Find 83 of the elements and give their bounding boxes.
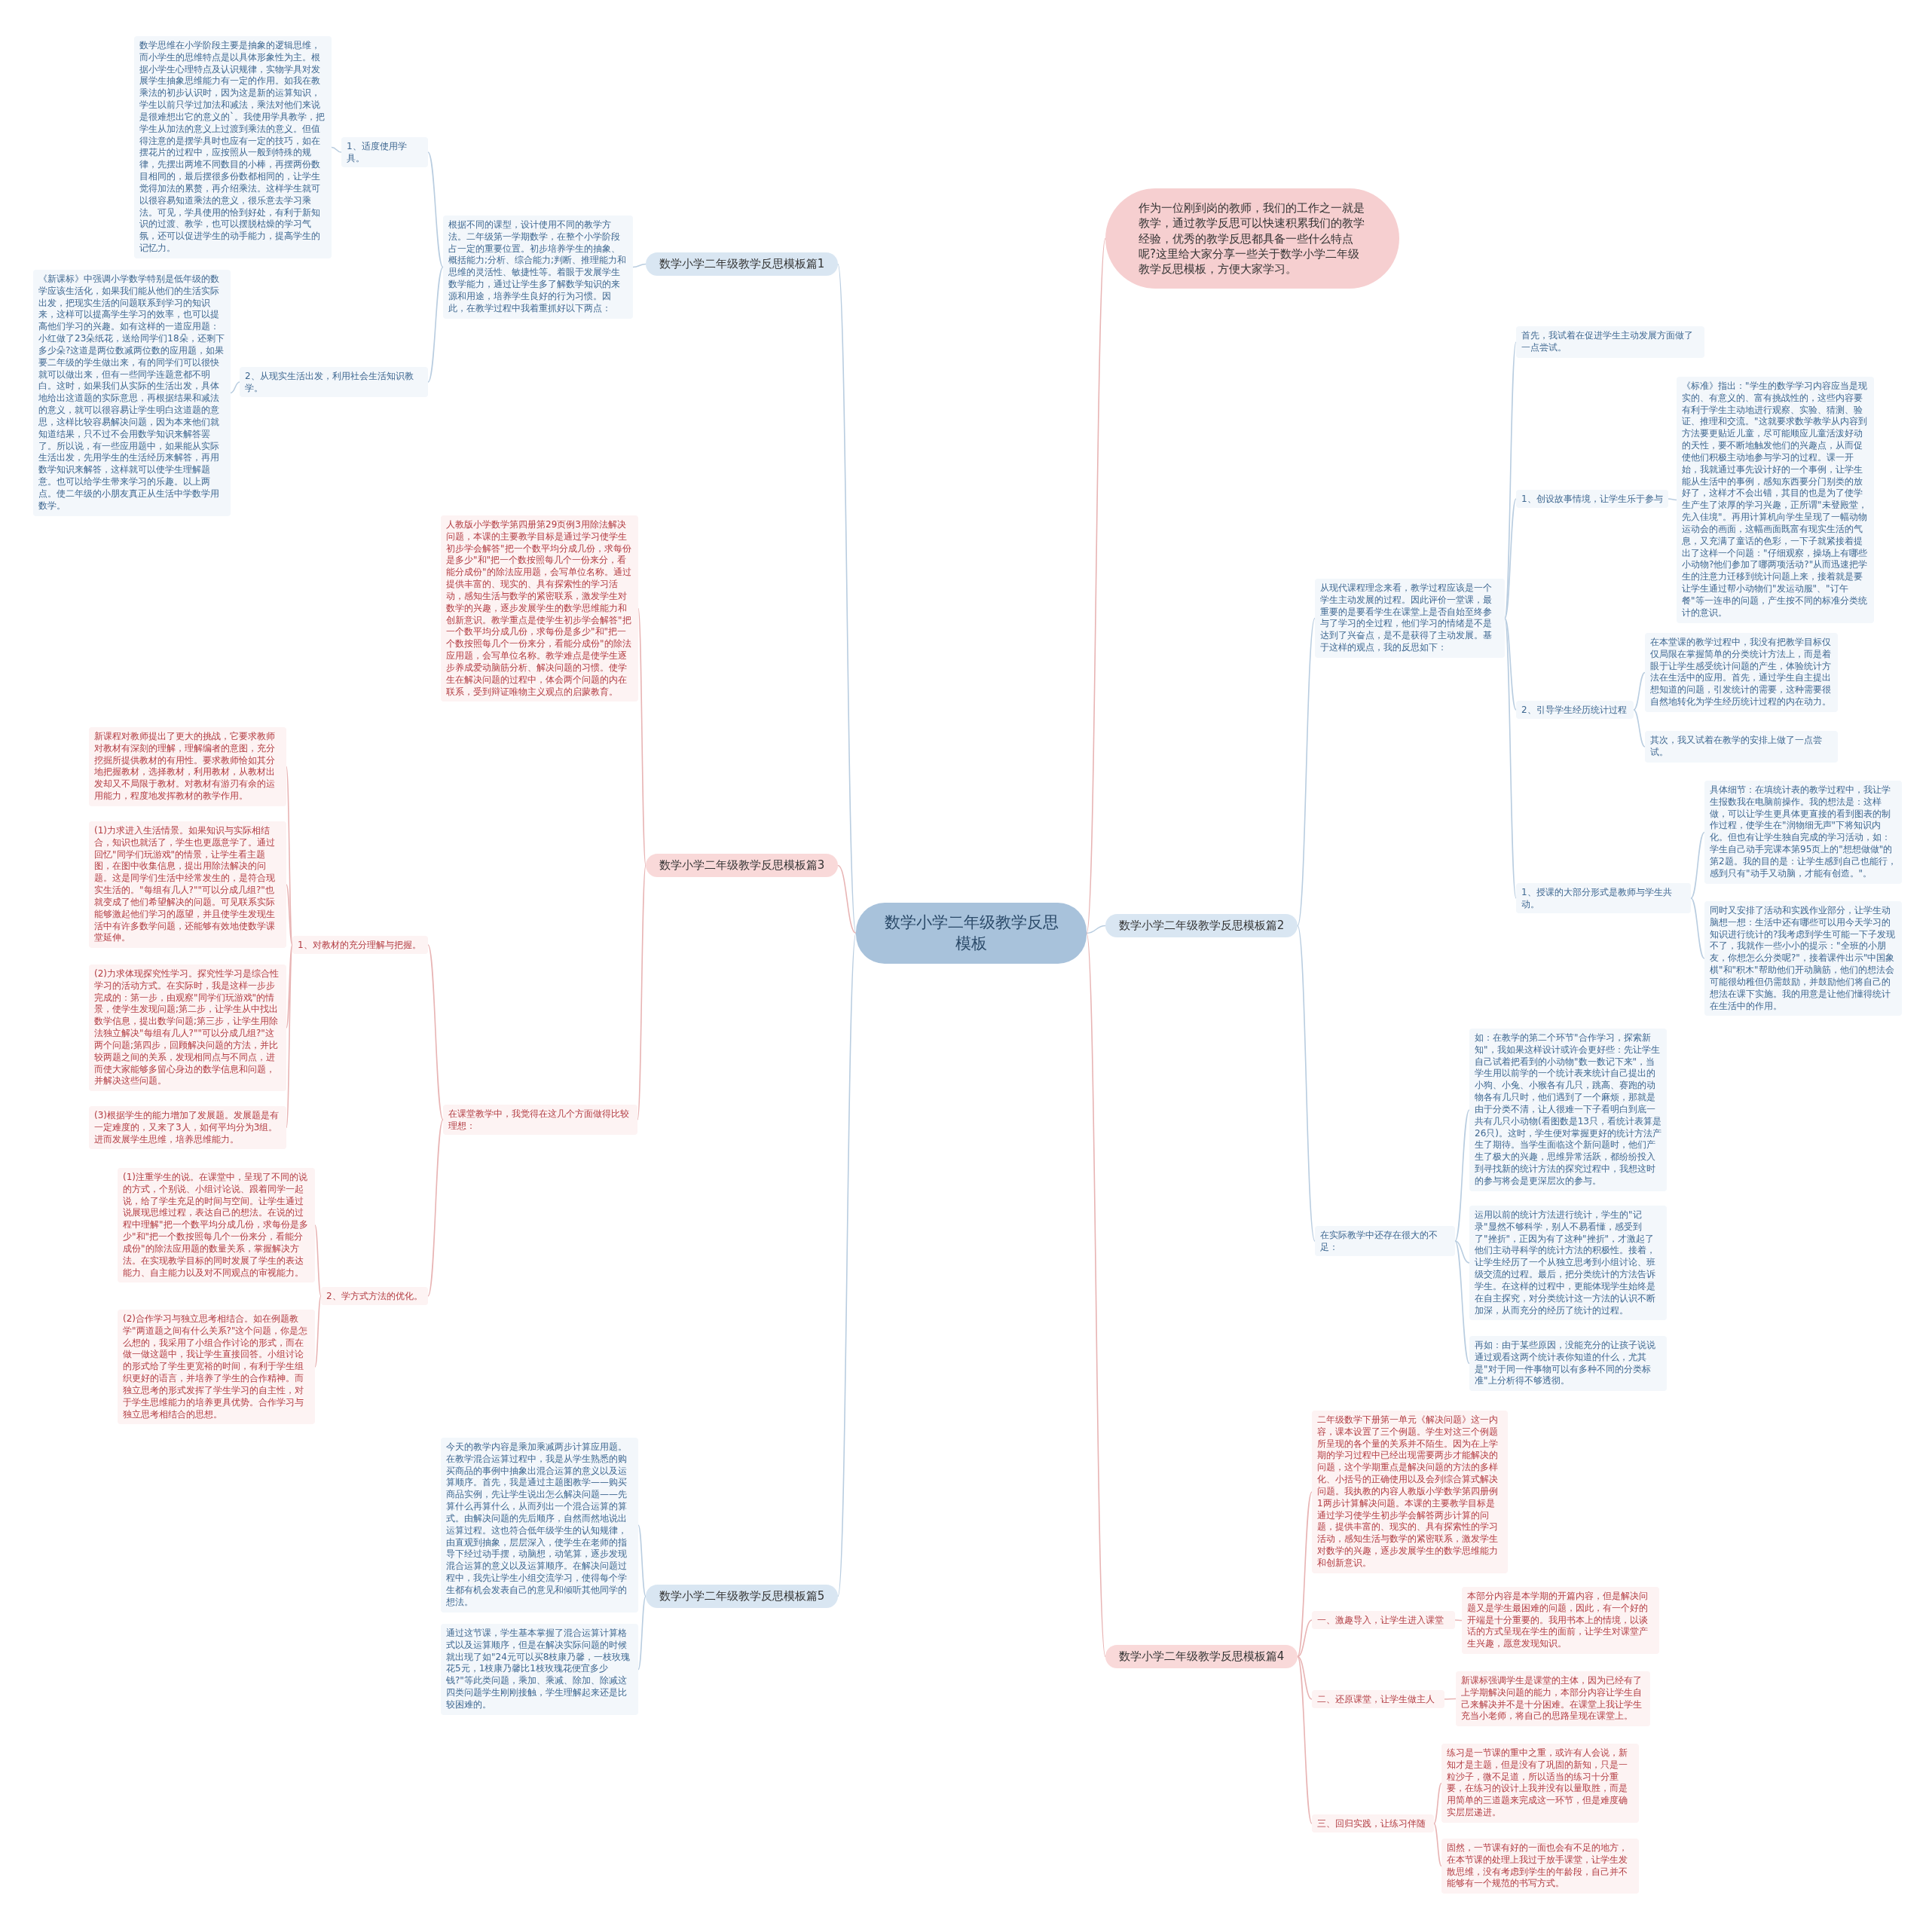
- connector-line: [1690, 897, 1705, 959]
- connector-line: [1297, 925, 1316, 1242]
- connector-line: [637, 1524, 647, 1597]
- connector-line: [1086, 932, 1106, 1658]
- text-note: (1)力求进入生活情景。如果知识与实际相结合，知识也就活了，学生也更愿意学了。通过回忆"同学们玩游戏"的情景，让学生看主题图，在图中收集信息，提出用除法解决的问题。这是同学们生活中经常发生的，是符合现实生活的。"每组有几人?""可以分成几组?"也就变成了他们希望解决的问题。可见联系实际能够激起他们学习的愿望，并且使学生发现生活中有许多数学问题，还能够有效地使数学课堂延伸。: [89, 821, 286, 949]
- subtopic-label: 1、创设故事情境，让学生乐于参与: [1516, 490, 1668, 509]
- connector-line: [1633, 671, 1646, 711]
- text-note: 本部分内容是本学期的开篇内容，但是解决问题又是学生最困难的问题，因此，有一个好的开端是十分重要的。我用书本上的情境，以谈话的方式呈现在学生的面前，让学生对课堂产生兴趣，愿意发现知识。: [1462, 1587, 1659, 1655]
- text-note: 练习是一节课的重中之重，或许有人会说，新知才是主题，但是没有了巩固的新知，只是一粒沙子，微不足道，所以适当的练习十分重要，在练习的设计上我并没有以量取胜，而是用简单的三道题来完成这一环节，但是难度确实层层递进。: [1441, 1744, 1639, 1823]
- text-note: 再如：由于某些原因，没能充分的让孩子说说通过观看这两个统计表你知道的什么，尤其是"对于同一件事物可以有多种不同的分类标准"上分析得不够透彻。: [1469, 1336, 1667, 1392]
- text-note: 具体细节：在填统计表的教学过程中，我让学生报数我在电脑前操作。我的想法是：这样做，可以让学生更具体更直接的看到图表的制作过程，使学生在"润物细无声"下将知识内化。但也有让学生独自完成的学习活动，如：学生自己动手完课本第95页上的"想想做做"的第2题。我的目的是：让学生感到自己也能行，感到只有"动手又动脑，才能有创造。"。: [1704, 781, 1902, 884]
- text-note: 数学思维在小学阶段主要是抽象的逻辑思维，而小学生的思维特点是以具体形象性为主。根据小学生心理特点及认识规律，实物学具对发展学生抽象思维能力有一定的作用。如我在教乘法的初步认识时，因为这是新的运算知识，学生以前只学过加法和减法，乘法对他们来说是很难想出它的意义的`。我使用学具教学，把学生从加法的意义上过渡到乘法的意义。但值得注意的是摆学具时也应有一定的技巧，如在摆花片的过程中，应按照从一般到特殊的规律，先摆出两堆不同数目的小棒，再摆两份数目相同的，最后摆很多份数都相同的，让学生觉得加法的累赘，再介绍乘法。这样学生就可以很容易知道乘法的意义，很乐意去学习乘法。可见，学具使用的恰到好处，有利于新知识的过渡、教学，也可以摆脱枯燥的学习气氛，还可以促进学生的动手能力，提高学生的记忆力。: [134, 36, 332, 258]
- text-note: 如：在教学的第二个环节"合作学习，探索新知"，我如果这样设计或许会更好些：先让学生自己试着把看到的小动物"数一数记下来"，当学生用以前学的一个统计表来统计自己提出的小狗、小兔、小猴各有几只，跳高、赛跑的动物各有几只时，他们遇到了一个麻烦，那就是由于分类不清，让人很难一下子看明白到底一共有几只小动物(看图数是13只，看统计表算是26只)。这时，学生便对掌握更好的统计方法产生了期待。当学生面临这个新问题时，他们产生了极大的兴趣，思维异常活跃，都纷纷投入到寻找新的统计方法的探究过程中，我想这时的参与将会是更深层次的参与。: [1469, 1029, 1667, 1191]
- connector-line: [286, 944, 293, 1029]
- connector-line: [837, 932, 857, 1597]
- connector-line: [427, 944, 444, 1120]
- text-note: 人教版小学数学第四册第29页例3用除法解决问题，本课的主要教学目标是通过学习使学生初步学会解答"把一个数平均分成几份，求每份是多少"和"把一个数按照每几个一份来分，看能分成份"的除法应用题，会写单位名称。通过提供丰富的、现实的、具有探索性的学习活动，感知生活与数学的紧密联系，激发学生对数学的兴趣，逐步发展学生的数学思维能力和创新意识。教学重点是使学生初步学会解答"把一个数平均分成几份，求每份是多少"和"把一个数按照每几个一份来分，看能分成份"的除法应用题，会写单位名称。教学难点是使学生逐步养成爱动脑筋分析、解决问题的习惯。使学生在解决问题的过程中，体会两个问题的内在联系，受到辩证唯物主义观点的启蒙教育。: [441, 515, 638, 702]
- connector-line: [286, 884, 293, 946]
- connector-line: [1454, 1240, 1470, 1264]
- subtopic-label: 1、对教材的充分理解与把握。: [292, 936, 428, 955]
- connector-line: [1086, 237, 1106, 934]
- branch-topic: 数学小学二年级教学反思模板篇5: [646, 1585, 838, 1608]
- text-note: 通过这节课，学生基本掌握了混合运算计算格式以及运算顺序，但是在解决实际问题的时候就出现了如"24元可以买8枝康乃馨，一枝玫瑰花5元，1枝康乃馨比1枝玫瑰花便宜多少钱?"等此类问题，乘加、乘减、除加、除减这四类问题学生刚刚接触，学生理解起来还是比较困难的。: [441, 1624, 638, 1715]
- subtopic-label: 2、从现实生活出发，利用社会生活知识教学。: [240, 367, 428, 398]
- connector-line: [1297, 1655, 1313, 1700]
- subtopic-label: 2、学方式方法的优化。: [321, 1287, 428, 1306]
- connector-line: [1454, 1109, 1470, 1242]
- connector-line: [1433, 1782, 1442, 1824]
- subtopic-label: 二、还原课堂，让学生做主人: [1312, 1690, 1444, 1709]
- text-note: 首先，我试着在促进学生主动发展方面做了一点尝试。: [1516, 326, 1704, 358]
- connector-line: [1444, 1698, 1457, 1700]
- intro-bubble: 作为一位刚到岗的教师，我们的工作之一就是教学，通过教学反思可以快速积累我们的教学经验，优秀的教学反思都具备一些什么特点呢?这里给大家分享一些关于数学小学二年级教学反思模板，方便大家学习。: [1105, 188, 1399, 289]
- text-note: 新课程对教师提出了更大的挑战，它要求教师对教材有深刻的理解，理解编者的意图，充分挖掘所提供教材的有用性。要求教师恰如其分地把握教材，选择教材，利用教材，从教材出发却又不局限于教材。对教材有游刃有余的运用能力，程度地发挥教材的教学作用。: [89, 727, 286, 806]
- text-note: 其次，我又试着在教学的安排上做了一点尝试。: [1645, 731, 1838, 763]
- connector-line: [314, 1295, 322, 1368]
- subtopic-label: 在课堂教学中，我觉得在这几个方面做得比较理想：: [443, 1105, 637, 1136]
- text-note: 同时又安排了活动和实践作业部分，让学生动脑想一想：生活中还有哪些可以用今天学习的知识进行统计的?我考虑到学生可能一下子发现不了，我就作一些小小的提示："全班的小朋友，你想怎么分类呢?"，接着课件出示"中国象棋"和"积木"帮助他们开动脑筋，他们的想法会可能很幼稚但仍需鼓励，并鼓励他们将自己的想法在课下实施。我的用意是让他们懂得统计在生活中的作用。: [1704, 901, 1902, 1016]
- connector-line: [427, 1119, 444, 1297]
- text-note: 根据不同的课型，设计使用不同的教学方法。二年级第一学期数学，在整个小学阶段占一定的重要位置。初步培养学生的抽象、概括能力;分析、综合能力;判断、推理能力和思维的灵活性、敏捷性等。着眼于发展学生数学能力，通过让学生多了解数学知识的来源和用途，培养学生良好的行为习惯。因此，在教学过程中我着重抓好以下两点：: [443, 216, 633, 319]
- text-note: (3)根据学生的能力增加了发展题。发展题是有一定难度的，又来了3人，如何平均分为3组。进而发展学生思维，培养思维能力。: [89, 1106, 286, 1150]
- text-note: 《新课标》中强调小学数学特别是低年级的数学应该生活化，如果我们能从他们的生活实际出发，把现实生活的问题联系到学习的知识来，这样可以提高学生学习的效率，也可以提高他们学习的兴趣。如有这样的一道应用题：小红做了23朵纸花，送给同学们18朵，还剩下多少朵?这道是两位数减两位数的应用题，如果要二年级的学生做出来，有的同学们可以很快就可以做出来，但有一些同学连题意都不明白。这时，如果我们从实际的生活出发，具体地给出这道题的实际意思，再根据结果和减法的意义，就可以很容易让学生明白这道题的意思，这样比较容易解决问题，因为本来他们就知道结果，只不过不会用数学知识来解答罢了。所以说，有一些应用题中，如果能从实际生活出发，先用学生的生活经历来解答，再用数学知识来解答，这样就可以使学生理解题意。也可以给学生带来学习的乐趣。以上两点。使二年级的小朋友真正从生活中学数学用数学。: [33, 270, 231, 516]
- connector-line: [427, 151, 444, 268]
- text-note: (2)力求体现探究性学习。探究性学习是综合性学习的活动方式。在实际时，我是这样一步步完成的：第一步，由观察"同学们玩游戏"的情景，使学生发现问题;第二步，让学生从中找出数学信息，提出数学问题;第三步，让学生用除法独立解决"每组有几人?""可以分成几组?"这两个问题;第四步，回顾解决问题的方法，并比较两题之间的关系，发现相同点与不同点，进而使大家能够多留心身边的数学信息和问题，并解决这些问题。: [89, 964, 286, 1092]
- text-note: 今天的教学内容是乘加乘减两步计算应用题。在教学混合运算过程中，我是从学生熟悉的购买商品的事例中抽象出混合运算的意义以及运算顺序。首先，我是通过主题图教学——购买商品实例，先让学生说出怎么解决问题——先算什么再算什么，从而列出一个混合运算的算式。由解决问题的先后顺序，自然而然地说出运算过程。这也符合低年级学生的认知规律，由直观到抽象，层层深入，使学生在老师的指导下经过动手摆，动脑想，动笔算，逐步发现混合运算的意义以及运算顺序。在解决问题过程中，我先让学生小组交流学习，使得每个学生都有机会发表自己的意见和倾听其他同学的想法。: [441, 1438, 638, 1613]
- connector-line: [1668, 498, 1677, 501]
- connector-line: [1086, 925, 1106, 934]
- branch-topic: 数学小学二年级教学反思模板篇2: [1105, 914, 1298, 937]
- connector-line: [1690, 831, 1705, 899]
- connector-line: [1433, 1823, 1442, 1867]
- subtopic-label: 一、激趣导入，让学生进入课堂: [1312, 1611, 1455, 1630]
- text-note: 在本堂课的教学过程中，我没有把教学目标仅仅局限在掌握简单的分类统计方法上，而是着眼于让学生感受统计问题的产生，体验统计方法在生活中的应用。首先，通过学生自主提出想知道的问题，引发统计的需要，这种需要很自然地转化为学生经历统计过程的内在动力。: [1645, 633, 1838, 712]
- central-topic: 数学小学二年级教学反思模板: [856, 903, 1087, 964]
- text-note: 新课标强调学生是课堂的主体，因为已经有了上学期解决问题的能力，本部分内容让学生自己来解决并不是十分困难。在课堂上我让学生充当小老师，将自己的思路呈现在课堂上。: [1456, 1671, 1650, 1727]
- text-note: 固然，一节课有好的一面也会有不足的地方，在本节课的处理上我过于放手课堂，让学生发散思维，没有考虑到学生的年龄段，自己并不能够有一个规范的书写方式。: [1441, 1839, 1639, 1894]
- connector-line: [1297, 617, 1316, 927]
- connector-line: [1297, 1619, 1313, 1658]
- subtopic-label: 在实际教学中还存在很大的不足：: [1315, 1226, 1455, 1257]
- subtopic-label: 1、授课的大部分形式是教师与学生共动。: [1516, 883, 1691, 914]
- connector-line: [1454, 1619, 1463, 1622]
- text-note: 运用以前的统计方法进行统计，学生的"记录"显然不够科学，别人不易看懂，感受到了"挫折"，正因为有了这种"挫折"，才激起了他们主动寻科学的统计方法的积极性。接着，让学生经历了一个从独立思考到小组讨论、班级交流的过程。最后，把分类统计的方法告诉学生。在这样的过程中，更能体现学生始终是在自主探究，对分类统计这一方法的认识不断加深，从而充分的经历了统计的过程。: [1469, 1206, 1667, 1321]
- subtopic-label: 2、引导学生经历统计过程: [1516, 701, 1634, 720]
- subtopic-label: 1、适度使用学具。: [341, 137, 428, 168]
- connector-line: [1504, 617, 1517, 711]
- connector-line: [837, 864, 857, 934]
- connector-line: [1454, 1240, 1470, 1365]
- connector-line: [1633, 709, 1646, 747]
- connector-line: [632, 263, 647, 268]
- text-note: (2)合作学习与独立思考相结合。如在例题教学"两道题之间有什么关系?"这个问题，你是怎么想的，我采用了小组合作讨论的形式，而在做一做这题中，我让学生直接回答。小组讨论的形式给了学生更宽裕的时间，有利于学生组织更好的语言，并培养了学生的合作精神。而独立思考的形式发挥了学生学习的自主性，对于学生思维能力的培养更具优势。合作学习与独立思考相结合的思想。: [118, 1310, 315, 1425]
- text-note: 从现代课程理念来看，教学过程应该是一个学生主动发展的过程。因此评价一堂课，最重要的是要看学生在课堂上是否自始至终参与了学习的全过程，他们学习的情绪是不是达到了兴奋点，是不是获得了主动发展。基于这样的观点，我的反思如下：: [1315, 579, 1505, 658]
- connector-line: [427, 266, 444, 383]
- subtopic-label: 三、回归实践，让练习伴随: [1312, 1814, 1434, 1833]
- text-note: 《标准》指出："学生的数学学习内容应当是现实的、有意义的、富有挑战性的，这些内容要有利于学生主动地进行观察、实验、猜测、验证、推理和交流。"这就要求数学教学从内容到方法要更贴近儿童，尽可能顺应儿童活泼好动的天性，要不断地触发他们的兴趣点，从而促使他们积极主动地参与学习的过程。课一开始，我就通过事先设计好的一个事例，让学生能从生活中的事例，感知东西要分门别类的放好了，这样才不会出错，其目的也是为了使学生产生了浓厚的学习兴趣，正所谓"未登殿堂，先入佳境"。再用计算机向学生呈现了一幅动物运动会的画面，这幅画面既富有现实生活的气息，又充满了童话的色彩，一下子就紧接着提出了这样一个问题："仔细观察，操场上有哪些小动物?他们参加了哪两项活动?"从而迅速把学生的注意力迁移到统计问题上来，接着就是要让学生通过帮小动物们"发运动服"、"订午餐"等一连串的问题，产生按不同的标准分类统计的意识。: [1677, 377, 1874, 623]
- branch-topic: 数学小学二年级教学反思模板篇4: [1105, 1645, 1298, 1668]
- connector-line: [637, 1595, 647, 1671]
- text-note: 二年级数学下册第一单元《解决问题》这一内容，课本设置了三个例题。学生对这三个例题所呈现的各个量的关系并不陌生。因为在上学期的学习过程中已经出现需要两步才能解决的问题，这个学期重点是解决问题的方法的多样化、小括号的正确使用以及会列综合算式解决问题。我执教的内容人教版小学数学第四册例1两步计算解决问题。本课的主要教学目标是通过学习使学生初步学会解答两步计算的问题，提供丰富的、现实的、具有探索性的学习活动，感知生活与数学的紧密联系，激发学生对数学的兴趣，逐步发展学生的数学思维能力和创新意识。: [1312, 1411, 1508, 1573]
- connector-line: [1297, 1655, 1313, 1824]
- connector-line: [1297, 1491, 1313, 1658]
- connector-line: [1504, 498, 1517, 619]
- text-note: (1)注重学生的说。在课堂中，呈现了不同的说的方式，个别说、小组讨论说、跟着同学一起说，给了学生充足的时间与空间。让学生通过说展现思维过程，表达自己的想法。在说的过程中理解"把一个数平均分成几份，求每份是多少"和"把一个数按照每几个一份来分，看能分成份"的除法应用题的数量关系，掌握解决方法。在实现教学目标的同时发展了学生的表达能力、自主能力以及对不同观点的审视能力。: [118, 1168, 315, 1283]
- connector-line: [314, 1224, 322, 1297]
- connector-line: [230, 381, 240, 394]
- branch-topic: 数学小学二年级教学反思模板篇3: [646, 854, 838, 877]
- branch-topic: 数学小学二年级教学反思模板篇1: [646, 252, 838, 276]
